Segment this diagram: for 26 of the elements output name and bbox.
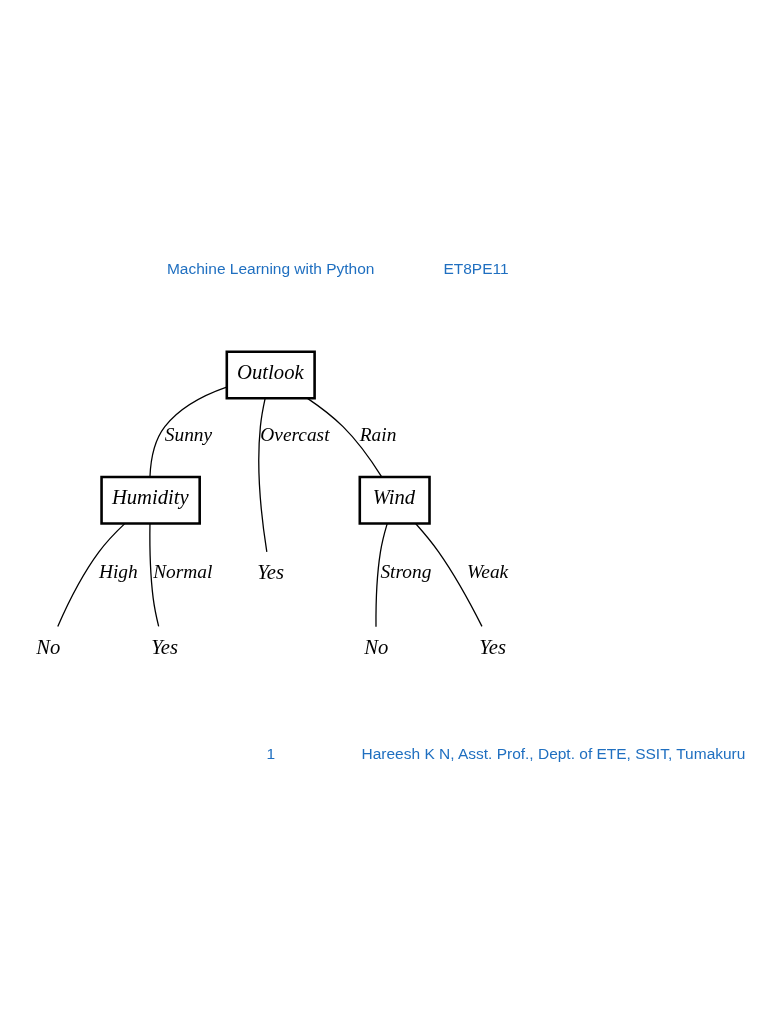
edge-label: Normal <box>153 560 213 582</box>
edge-label: Rain <box>359 423 397 445</box>
node-text: Yes <box>479 635 507 658</box>
node-box: Humidity <box>100 475 201 525</box>
node-text: No <box>364 635 389 658</box>
node-text: Yes <box>151 635 179 658</box>
node-text: Yes <box>257 560 284 583</box>
label: Machine Learning with Python <box>166 259 375 277</box>
node-box: Wind <box>358 475 431 525</box>
node-text: No <box>36 635 61 658</box>
label: 1 <box>266 744 276 762</box>
connector <box>415 522 483 627</box>
edge-label: High <box>98 560 138 582</box>
connector <box>306 397 383 478</box>
connector <box>57 522 126 627</box>
connector <box>149 385 228 478</box>
connector <box>149 522 160 627</box>
label: ET8PE11 <box>443 259 509 277</box>
node-box: Outlook <box>225 349 316 400</box>
connector <box>375 522 388 627</box>
edge-label: Weak <box>466 560 509 582</box>
edge-label: Overcast <box>260 423 330 445</box>
connector <box>258 397 268 552</box>
edge-label: Sunny <box>164 423 213 445</box>
edge-label: Strong <box>380 560 432 582</box>
label: Hareesh K N, Asst. Prof., Dept. of ETE, SSIT, Tumakuru <box>361 744 746 762</box>
